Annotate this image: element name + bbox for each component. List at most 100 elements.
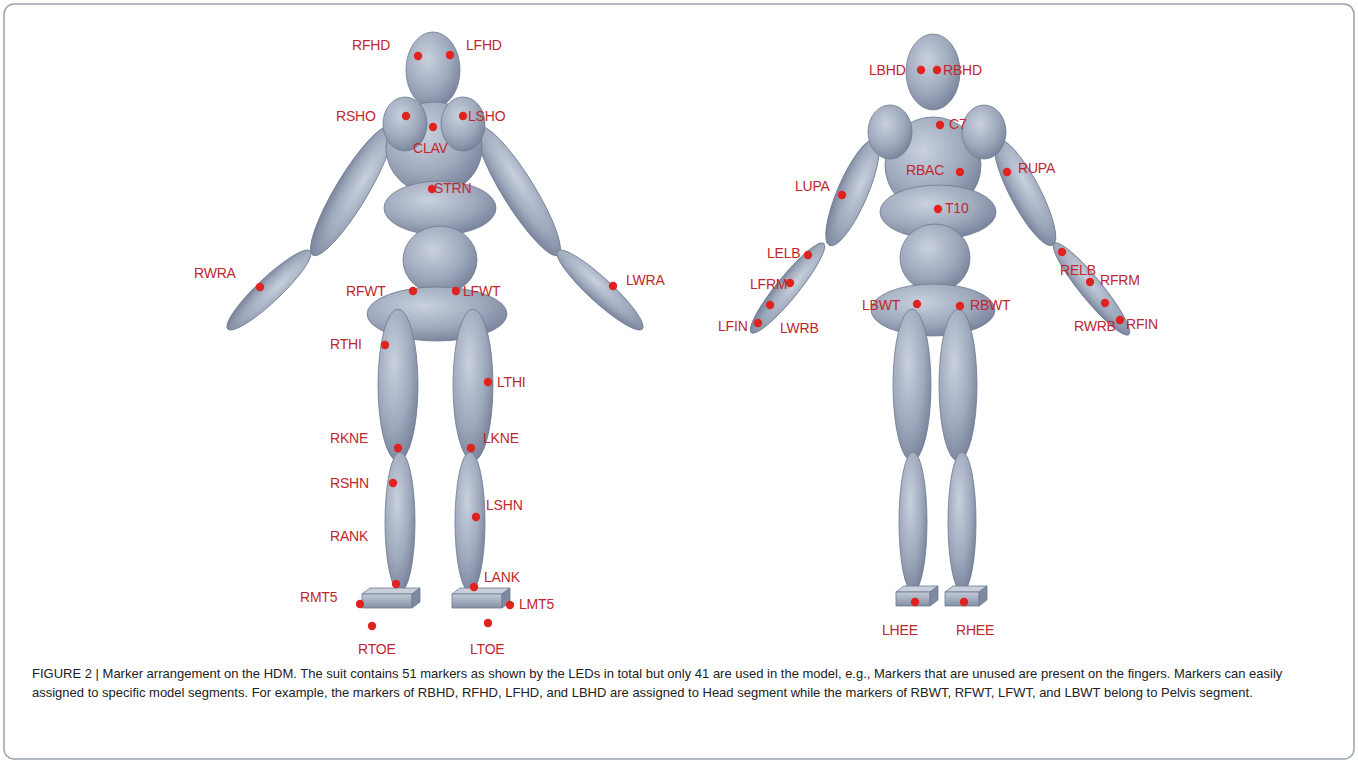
marker-dot [933, 66, 941, 74]
marker-dot [913, 300, 921, 308]
marker-dot [389, 479, 397, 487]
marker-dot [467, 444, 475, 452]
marker-label: LFHD [466, 37, 502, 53]
marker-dot [1003, 168, 1011, 176]
marker-label: STRN [434, 180, 471, 196]
marker-label: LFRM [750, 276, 787, 292]
marker-dot [472, 513, 480, 521]
marker-dot [470, 583, 478, 591]
marker-label: LTHI [497, 374, 526, 390]
foot-block [452, 588, 510, 608]
limb-segment [1046, 236, 1138, 341]
marker-dot [394, 444, 402, 452]
marker-dot [446, 51, 454, 59]
marker-label: C7 [949, 116, 967, 132]
marker-dot [956, 302, 964, 310]
body-segment [939, 309, 977, 461]
foot-block [896, 586, 938, 606]
marker-label: RELB [1060, 262, 1096, 278]
marker-label: RTOE [358, 641, 396, 657]
marker-dot [429, 123, 437, 131]
marker-label: LSHN [486, 497, 523, 513]
marker-label: LTOE [470, 641, 504, 657]
marker-label: RKNE [330, 430, 368, 446]
marker-label: RBHD [943, 62, 982, 78]
marker-dot [381, 341, 389, 349]
marker-dot [934, 205, 942, 213]
foot-block [362, 588, 420, 608]
body-segment [406, 32, 460, 108]
marker-dot [766, 301, 774, 309]
frame-border [4, 4, 1354, 759]
marker-dot [402, 112, 410, 120]
body-segment [893, 309, 931, 461]
marker-dot [1116, 316, 1124, 324]
marker-label: LHEE [882, 622, 918, 638]
marker-dot [911, 598, 919, 606]
marker-label: RFHD [352, 37, 390, 53]
marker-dot [917, 66, 925, 74]
body-segment [378, 309, 418, 461]
marker-dot [256, 283, 264, 291]
marker-label: LBHD [869, 62, 906, 78]
body-segment [868, 105, 912, 159]
body-segment [455, 452, 485, 592]
marker-label: LWRA [626, 272, 665, 288]
limb-segment [219, 242, 318, 338]
marker-label: LELB [767, 245, 800, 261]
marker-dot [409, 287, 417, 295]
marker-dot [936, 121, 944, 129]
marker-label: RBAC [906, 162, 944, 178]
marker-dot [956, 168, 964, 176]
marker-dot [1101, 299, 1109, 307]
marker-dot [459, 112, 467, 120]
marker-label: LFWT [463, 283, 500, 299]
marker-dot [506, 601, 514, 609]
marker-dot [838, 191, 846, 199]
marker-dot [960, 598, 968, 606]
marker-label: RWRA [194, 265, 236, 281]
marker-dot [484, 619, 492, 627]
marker-dot [392, 580, 400, 588]
marker-label: RTHI [330, 336, 362, 352]
body-segment [899, 452, 927, 592]
marker-label: RFWT [346, 283, 386, 299]
marker-dot [1086, 278, 1094, 286]
marker-label: RHEE [956, 622, 994, 638]
marker-dot [452, 287, 460, 295]
marker-label: LWRB [780, 320, 819, 336]
marker-label: RSHN [330, 475, 369, 491]
marker-label: LMT5 [519, 596, 554, 612]
marker-label: RSHO [336, 108, 376, 124]
limb-segment [743, 236, 833, 339]
marker-label: RANK [330, 528, 368, 544]
marker-label: LBWT [862, 297, 900, 313]
marker-dot [368, 622, 376, 630]
figure-caption: FIGURE 2 | Marker arrangement on the HDM… [32, 664, 1328, 702]
marker-label: CLAV [413, 140, 448, 156]
foot-block [945, 586, 987, 606]
limb-segment [549, 242, 650, 338]
marker-dot [754, 319, 762, 327]
marker-label: LANK [484, 569, 520, 585]
marker-label: LUPA [795, 178, 830, 194]
marker-dot [414, 52, 422, 60]
marker-label: T10 [945, 200, 969, 216]
marker-dot [609, 282, 617, 290]
body-segment [948, 452, 976, 592]
marker-label: RUPA [1018, 160, 1055, 176]
body-segment [385, 452, 415, 592]
marker-label: RBWT [970, 297, 1010, 313]
marker-label: RFIN [1126, 316, 1158, 332]
marker-label: LFIN [718, 318, 748, 334]
marker-label: LSHO [468, 108, 505, 124]
marker-dot [356, 600, 364, 608]
marker-dot [484, 378, 492, 386]
marker-label: RMT5 [300, 589, 337, 605]
marker-dot [1058, 248, 1066, 256]
marker-label: RFRM [1100, 272, 1140, 288]
marker-label: LKNE [483, 430, 519, 446]
marker-label: RWRB [1074, 318, 1116, 334]
